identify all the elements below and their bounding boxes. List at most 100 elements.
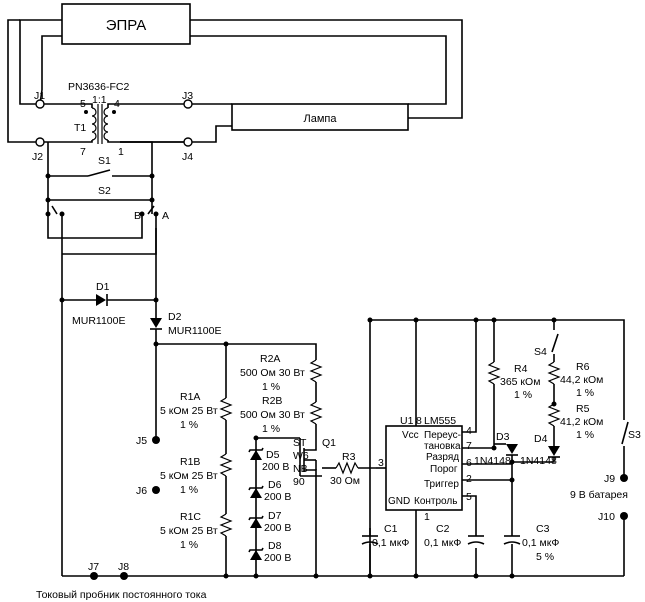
ic-lm555	[385, 425, 463, 511]
diode-d3	[494, 443, 518, 460]
ic-pin-5: 5	[466, 491, 472, 503]
ic-part: LM555	[424, 415, 456, 427]
ic-discharge-3: Разряд	[426, 452, 459, 463]
lamp-box	[231, 103, 409, 131]
r2a-val: 500 Ом 30 Вт	[240, 367, 305, 379]
caption: Токовый пробник постоянного тока	[36, 589, 207, 601]
switch-s4-label: S4	[534, 346, 547, 358]
capacitor-c2	[467, 535, 485, 545]
epra-loop-wires	[7, 19, 463, 143]
epra-label: ЭПРА	[106, 17, 147, 34]
switch-s3	[621, 421, 629, 478]
r2a-tol: 1 %	[262, 381, 280, 393]
jack-j2-label: J2	[32, 151, 43, 163]
transformer-pin-5: 5	[80, 98, 86, 110]
jack-j4-label: J4	[182, 151, 193, 163]
r5-ref: R5	[576, 403, 590, 415]
r1b-val: 5 кОм 25 Вт	[160, 470, 218, 482]
resistor-r3	[322, 461, 376, 475]
r5-tol: 1 %	[576, 429, 594, 441]
transformer-pin-1: 1	[118, 146, 124, 158]
jack-j7	[90, 572, 98, 580]
d1-ref: D1	[96, 281, 110, 293]
transformer-ratio: 1:1	[92, 94, 107, 106]
d8-ref: D8	[268, 540, 282, 552]
q1-line1: ST	[293, 437, 307, 449]
transformer	[40, 103, 188, 144]
r6-ref: R6	[576, 361, 590, 373]
jack-j3	[183, 99, 193, 109]
jack-j4	[183, 137, 193, 147]
diode-d4	[512, 446, 560, 463]
r2a-ref: R2A	[260, 353, 280, 365]
d4-part: 1N4148	[520, 455, 557, 467]
transformer-pin-4: 4	[114, 98, 120, 110]
r3-val: 30 Ом	[330, 475, 360, 487]
capacitor-c1	[361, 535, 379, 576]
ic-vcc: Vcc	[402, 430, 419, 441]
switch-s2-label: S2	[98, 185, 111, 197]
diode-d1	[62, 294, 156, 306]
c1-ref: C1	[384, 523, 398, 535]
c3-ref: C3	[536, 523, 550, 535]
jack-j1	[35, 99, 45, 109]
c2-ref: C2	[436, 523, 450, 535]
switch-s1-label: S1	[98, 155, 111, 167]
ic-discharge-1: Переус-	[424, 430, 461, 441]
resistor-r2	[309, 359, 323, 448]
ic-wiring	[369, 319, 625, 576]
switch-b-label: B	[134, 210, 141, 222]
q1-ref: Q1	[322, 437, 336, 449]
ic-pin-3: 3	[378, 457, 384, 469]
switch-network	[47, 141, 157, 576]
ic-trigger: Триггер	[424, 479, 459, 490]
jack-j8-label: J8	[118, 561, 129, 573]
capacitor-c3	[503, 535, 521, 576]
jack-j10-label: J10	[598, 511, 615, 523]
zener-d8	[248, 547, 264, 560]
jack-j1-label: J1	[34, 90, 45, 102]
r4-ref: R4	[514, 363, 528, 375]
ic-pin-4: 4	[466, 425, 472, 437]
jack-j2	[35, 137, 45, 147]
jack-j9	[620, 474, 628, 482]
ic-pin-7: 7	[466, 440, 472, 452]
d6-ref: D6	[268, 479, 282, 491]
switch-s3-label: S3	[628, 429, 641, 441]
epra-box	[61, 3, 191, 45]
jack-j5	[152, 436, 160, 444]
ic-pin-6: 6	[466, 457, 472, 469]
r1a-ref: R1A	[180, 391, 200, 403]
switch-s4	[551, 320, 559, 362]
c1-val: 0,1 мкФ	[372, 537, 409, 549]
r1c-tol: 1 %	[180, 539, 198, 551]
r1c-ref: R1C	[180, 511, 201, 523]
jack-j9-label: J9	[604, 473, 615, 485]
r4-tol: 1 %	[514, 389, 532, 401]
d7-v: 200 В	[264, 522, 291, 534]
r2b-val: 500 Ом 30 Вт	[240, 409, 305, 421]
c2-val: 0,1 мкФ	[424, 537, 461, 549]
lamp-label: Лампа	[304, 113, 338, 125]
r4-val: 365 кОм	[500, 376, 540, 388]
zener-d5	[248, 447, 264, 460]
transistor-q1	[299, 438, 322, 576]
resistor-r4	[487, 320, 501, 448]
r2b-tol: 1 %	[262, 423, 280, 435]
r1c-val: 5 кОм 25 Вт	[160, 525, 218, 537]
d3-ref: D3	[496, 431, 510, 443]
ic-pin-8: 8	[416, 415, 422, 427]
r1b-ref: R1B	[180, 456, 200, 468]
zener-d6	[248, 485, 264, 498]
r5-val: 41,2 кОм	[560, 416, 603, 428]
ic-ref: U1	[400, 415, 414, 427]
transformer-pin-7: 7	[80, 146, 86, 158]
d6-v: 200 В	[264, 491, 291, 503]
ic-pin-2: 2	[466, 473, 472, 485]
q1-line3: NB	[293, 463, 308, 475]
r6-tol: 1 %	[576, 387, 594, 399]
r2b-ref: R2B	[262, 395, 282, 407]
jack-j8	[120, 572, 128, 580]
c3-tol: 5 %	[536, 551, 554, 563]
q1-line4: 90	[293, 476, 305, 488]
